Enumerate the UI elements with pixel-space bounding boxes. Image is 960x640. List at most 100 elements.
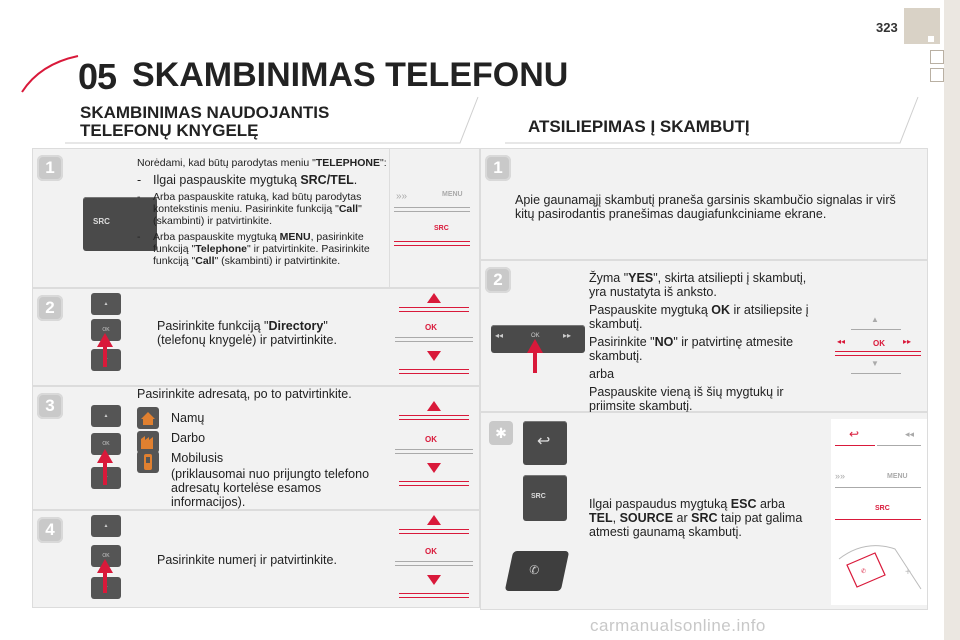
- down-outline-icon: ▼: [871, 359, 879, 368]
- office-icon: [137, 431, 159, 453]
- bookmark-square-icon: [930, 68, 944, 82]
- next-red-icon: ▸▸: [903, 337, 912, 346]
- step2-text: Pasirinkite funkciją "Directory" (telefo…: [157, 319, 337, 347]
- red-divider: [399, 529, 469, 530]
- down-arrow-icon: [427, 463, 441, 473]
- right-step1-text: Apie gaunamąjį skambutį praneša garsinis…: [515, 193, 896, 221]
- right-step3-panel: ✱ ↩ SRC ✆ Ilgai paspaudus mygtuką ESC ar…: [480, 412, 928, 610]
- svg-text:+: +: [905, 567, 911, 578]
- divider: [877, 445, 921, 446]
- red-divider: [394, 245, 470, 246]
- divider: [395, 453, 473, 454]
- red-divider: [399, 373, 469, 374]
- red-divider: [399, 307, 469, 308]
- press-arrow-stem: [103, 343, 107, 367]
- corner-tab: [904, 8, 940, 44]
- no-paragraph: Pasirinkite "NO" ir patvirtinę atmesite …: [589, 335, 794, 363]
- chapter-number: 05: [78, 56, 117, 97]
- divider: [395, 337, 473, 338]
- red-divider: [399, 485, 469, 486]
- option-mobile: Mobilusis: [171, 451, 224, 465]
- red-divider: [399, 593, 469, 594]
- chapter-title: SKAMBINIMAS TELEFONU: [132, 56, 569, 94]
- divider: [394, 207, 470, 208]
- press-arrow-stem: [103, 569, 107, 593]
- forward-icon: »»: [396, 191, 408, 202]
- step4-diagram: OK: [389, 511, 479, 607]
- press-arrow-icon: [97, 559, 113, 573]
- press-arrow-icon: [97, 333, 113, 347]
- left-step2-panel: 2 ▲ OK ▼ Pasirinkite funkciją "Directory…: [32, 288, 480, 386]
- step1-bullet1: -Ilgai paspauskite mygtuką SRC/TEL.: [137, 173, 358, 187]
- right-step2-text: Žyma "YES", skirta atsiliepti į skambutį…: [589, 271, 827, 413]
- rewind-icon: ◂◂: [905, 429, 915, 439]
- step1-bullet2: -Arba paspauskite ratuką, kad būtų parod…: [137, 191, 362, 227]
- src-button-label: SRC: [531, 493, 546, 500]
- left-step4-panel: 4 ▲ OK ▼ Pasirinkite numerį ir patvirtin…: [32, 510, 480, 608]
- forward-icon: »»: [835, 471, 846, 481]
- red-divider: [394, 241, 470, 242]
- right-step3-text: Ilgai paspaudus mygtuką ESC arba TEL, SO…: [589, 497, 803, 539]
- steering-wheel-buttons-image: SRC: [83, 197, 157, 251]
- side-bar: [944, 0, 960, 640]
- step4-text: Pasirinkite numerį ir patvirtinkite.: [157, 553, 337, 567]
- step1-text: Norėdami, kad būtų parodytas meniu "TELE…: [137, 157, 387, 267]
- step-badge: 2: [37, 295, 63, 321]
- up-button-image: ▲: [91, 515, 121, 537]
- right-step2-diagram: ▲ ◂◂ OK ▸▸ ▼: [831, 301, 927, 401]
- step-badge: 4: [37, 517, 63, 543]
- step-badge: 1: [485, 155, 511, 181]
- red-divider: [835, 351, 921, 352]
- up-outline-icon: ▲: [871, 315, 879, 324]
- press-arrow-stem: [533, 349, 537, 373]
- press-arrow-stem: [103, 459, 107, 485]
- up-button-image: ▲: [91, 293, 121, 315]
- red-divider: [835, 355, 921, 356]
- page-number: 323: [876, 20, 898, 35]
- left-section-title: SKAMBINIMAS NAUDOJANTIS TELEFONŲ KNYGELĘ: [80, 104, 460, 140]
- menu-label: MENU: [887, 473, 908, 480]
- bookmark-square-icon: [930, 50, 944, 64]
- src-red-label: SRC: [875, 505, 890, 512]
- step3-diagram: OK: [389, 397, 479, 493]
- press-arrow-icon: [97, 449, 113, 463]
- up-arrow-icon: [427, 401, 441, 411]
- chapter-swoosh-icon: [21, 55, 79, 93]
- menu-label: MENU: [442, 191, 463, 198]
- ok-label: OK: [425, 435, 437, 444]
- up-arrow-icon: [427, 515, 441, 525]
- red-divider: [399, 533, 469, 534]
- prev-red-icon: ◂◂: [837, 337, 846, 346]
- divider: [851, 329, 901, 330]
- press-arrow-icon: [527, 339, 543, 353]
- red-divider: [399, 369, 469, 370]
- up-arrow-icon: [427, 293, 441, 303]
- or-paragraph: arba: [589, 367, 615, 381]
- red-divider: [835, 445, 875, 446]
- option-mobile-note: (priklausomai nuo prijungto telefono adr…: [171, 467, 370, 509]
- option-work: Darbo: [171, 431, 206, 445]
- step3-text: Pasirinkite adresatą, po to patvirtinkit…: [137, 387, 352, 401]
- gear-icon: ✱: [489, 421, 513, 445]
- ok-label: OK: [425, 547, 437, 556]
- red-divider: [399, 597, 469, 598]
- divider: [395, 341, 473, 342]
- right-title-swoosh-icon: [505, 96, 919, 144]
- steering-wheel-outline-icon: ✆ +: [838, 545, 922, 590]
- up-button-image: ▲: [91, 405, 121, 427]
- left-title-line1: SKAMBINIMAS NAUDOJANTIS: [80, 103, 330, 122]
- ok-button-label: OK: [531, 333, 540, 339]
- src-button-image: SRC: [523, 475, 567, 521]
- step1-intro: Norėdami, kad būtų parodytas meniu "TELE…: [137, 157, 387, 169]
- ok-label: OK: [425, 323, 437, 332]
- left-step3-panel: 3 ▲ OK ▼ Pasirinkite adresatą, po to pat…: [32, 386, 480, 510]
- step-badge: 2: [485, 267, 511, 293]
- step1-bullet3: -Arba paspauskite mygtuką MENU, pasirink…: [137, 231, 370, 267]
- right-section-title: ATSILIEPIMAS Į SKAMBUTĮ: [528, 117, 750, 136]
- tel-button-image: ✆: [504, 551, 570, 591]
- press-paragraph: Paspauskite vieną iš šių mygtukų ir prii…: [589, 385, 784, 413]
- left-step1-panel: 1 SRC Norėdami, kad būtų parodytas meniu…: [32, 148, 480, 288]
- divider: [395, 449, 473, 450]
- right-step3-diagram: ↩ ◂◂ »» MENU SRC ✆ +: [831, 419, 927, 605]
- svg-text:✆: ✆: [861, 568, 866, 575]
